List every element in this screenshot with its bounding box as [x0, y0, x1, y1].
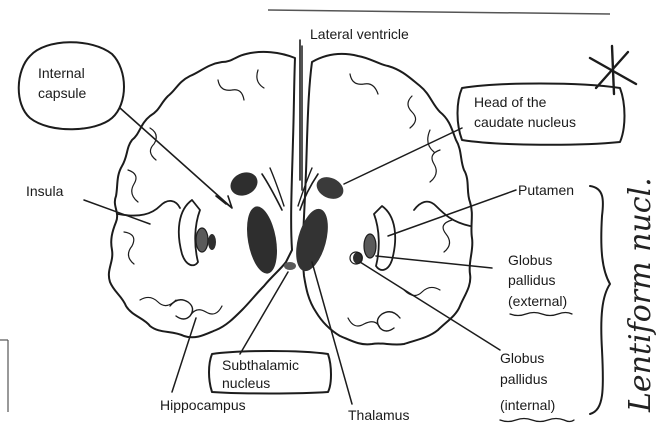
gp-external-underline — [510, 313, 572, 316]
label-gp-internal-line2: pallidus — [500, 371, 547, 387]
left-insula-cleft — [118, 201, 180, 216]
right-gyri-texture — [348, 74, 452, 328]
label-head-caudate-line1: Head of the — [474, 94, 547, 110]
label-lateral-ventricle: Lateral ventricle — [310, 26, 409, 42]
label-head-caudate-line2: caudate nucleus — [474, 114, 576, 130]
leader-subthalamic — [240, 272, 288, 354]
left-globus-pallidus-internal — [208, 234, 216, 250]
left-hippocampus-curl — [170, 300, 193, 319]
label-subthalamic-line1: Subthalamic — [222, 357, 299, 373]
leader-head-caudate — [344, 128, 462, 184]
leader-putamen — [388, 190, 516, 236]
label-hippocampus: Hippocampus — [160, 397, 246, 413]
subthalamic-nucleus-shape — [284, 262, 296, 270]
left-thalamus — [242, 204, 281, 276]
left-hemisphere-outline — [109, 52, 295, 337]
label-internal-capsule-line2: capsule — [38, 85, 86, 101]
left-globus-pallidus-external — [196, 228, 208, 252]
leader-gp-external — [376, 256, 492, 268]
label-gp-external-line1: Globus — [508, 252, 552, 268]
label-putamen: Putamen — [518, 182, 574, 198]
right-caudate-head — [313, 173, 347, 203]
right-globus-pallidus-external — [364, 234, 376, 258]
handwritten-asterisk-icon — [590, 46, 636, 94]
label-subthalamic-line2: nucleus — [222, 375, 270, 391]
right-insula-cleft — [414, 202, 470, 226]
label-gp-external-line3: (external) — [508, 293, 567, 309]
lentiform-brace — [590, 186, 610, 414]
right-putamen-outline — [374, 206, 395, 270]
leader-internal-capsule — [120, 108, 232, 208]
right-hippocampus-curl — [377, 312, 400, 331]
handwritten-lentiform-note: Lentiform nucl. — [623, 177, 658, 413]
gp-internal-underline — [500, 419, 574, 422]
label-internal-capsule-line1: Internal — [38, 65, 85, 81]
label-gp-internal-line1: Globus — [500, 350, 544, 366]
leader-hippocampus — [172, 318, 196, 392]
left-caudate-head — [227, 168, 262, 200]
leader-gp-internal — [360, 262, 500, 350]
top-scan-line — [268, 10, 610, 14]
right-hemisphere-outline — [302, 54, 472, 345]
leader-thalamus — [312, 262, 352, 404]
label-gp-external-line2: pallidus — [508, 272, 555, 288]
label-gp-internal-line3: (internal) — [500, 397, 555, 413]
label-thalamus: Thalamus — [348, 407, 409, 423]
label-insula: Insula — [26, 183, 64, 199]
